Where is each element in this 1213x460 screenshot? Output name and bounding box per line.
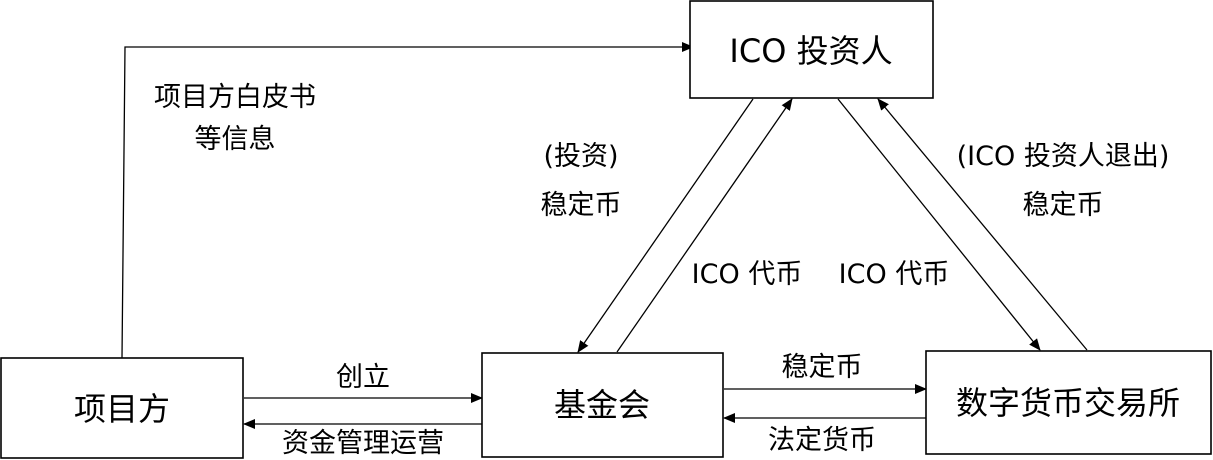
edge-investor-to-foundation	[577, 98, 754, 353]
label-create: 创立	[336, 362, 390, 393]
edge-exchange-to-investor	[877, 98, 1088, 351]
label-whitepaper-line1: 项目方白皮书	[154, 82, 316, 113]
edge-investor-to-exchange	[837, 98, 1041, 351]
label-whitepaper-line2: 等信息	[195, 124, 276, 155]
node-investor-label: ICO 投资人	[729, 32, 892, 70]
node-foundation-label: 基金会	[554, 386, 650, 424]
label-exit-line2: 稳定币	[1023, 190, 1104, 221]
label-invest-line1: (投资)	[543, 141, 618, 172]
label-exit-line1: (ICO 投资人退出)	[957, 141, 1170, 172]
edge-project-to-investor	[121, 42, 694, 359]
node-exchange-label: 数字货币交易所	[956, 384, 1180, 422]
label-invest-line2: 稳定币	[541, 190, 622, 221]
edge-foundation-to-investor	[616, 98, 793, 353]
label-stablecoin: 稳定币	[782, 352, 863, 383]
label-ico-token-right: ICO 代币	[839, 259, 950, 290]
label-ico-token-left: ICO 代币	[692, 259, 803, 290]
node-exchange: 数字货币交易所	[925, 350, 1212, 455]
label-fiat: 法定货币	[768, 425, 876, 456]
label-fund-management: 资金管理运营	[282, 428, 444, 459]
node-investor: ICO 投资人	[689, 0, 934, 99]
node-foundation: 基金会	[481, 352, 724, 458]
node-project-label: 项目方	[74, 390, 170, 428]
node-project: 项目方	[0, 357, 244, 459]
